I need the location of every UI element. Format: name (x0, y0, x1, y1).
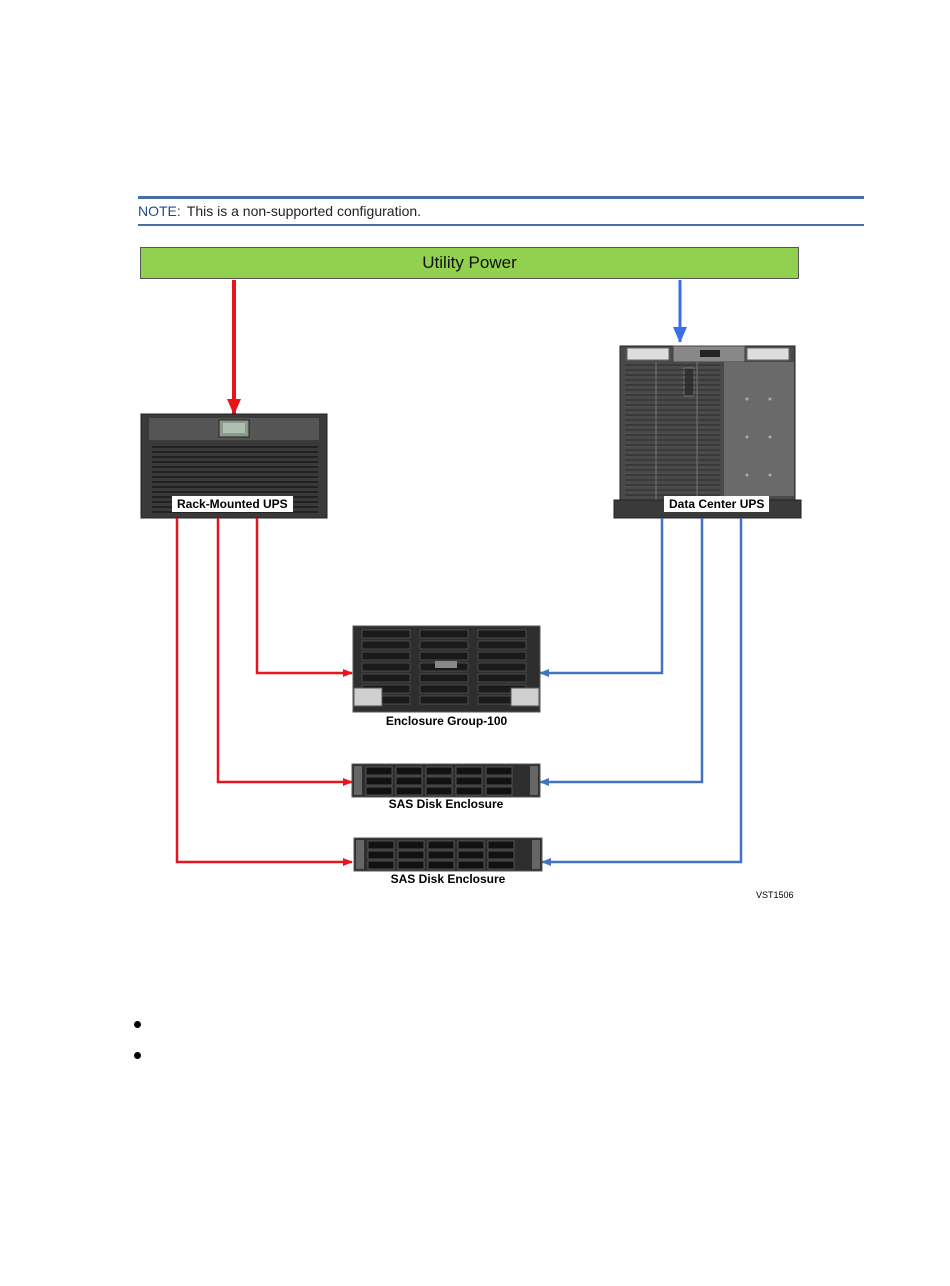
dc-ups-device (614, 346, 801, 518)
blue-feed-sas-1 (540, 518, 702, 782)
red-feed-sas-1 (218, 518, 352, 782)
rack-ups-label: Rack-Mounted UPS (172, 496, 293, 512)
figure-id: VST1506 (756, 890, 794, 900)
sas-enclosure-1-device (352, 764, 540, 797)
dc-ups-label: Data Center UPS (664, 496, 769, 512)
sas-enclosure-1-label: SAS Disk Enclosure (352, 797, 540, 811)
blue-feed-sas-2 (542, 518, 741, 862)
bullet-marker (134, 1052, 141, 1059)
red-feed-enclosure-group (257, 518, 352, 673)
enclosure-group-device (353, 626, 540, 712)
sas-enclosure-2-device (354, 838, 542, 871)
bullet-marker (134, 1021, 141, 1028)
sas-enclosure-2-label: SAS Disk Enclosure (354, 872, 542, 886)
blue-feed-enclosure-group (540, 518, 662, 673)
red-feed-sas-2 (177, 518, 352, 862)
enclosure-group-label: Enclosure Group-100 (353, 714, 540, 728)
